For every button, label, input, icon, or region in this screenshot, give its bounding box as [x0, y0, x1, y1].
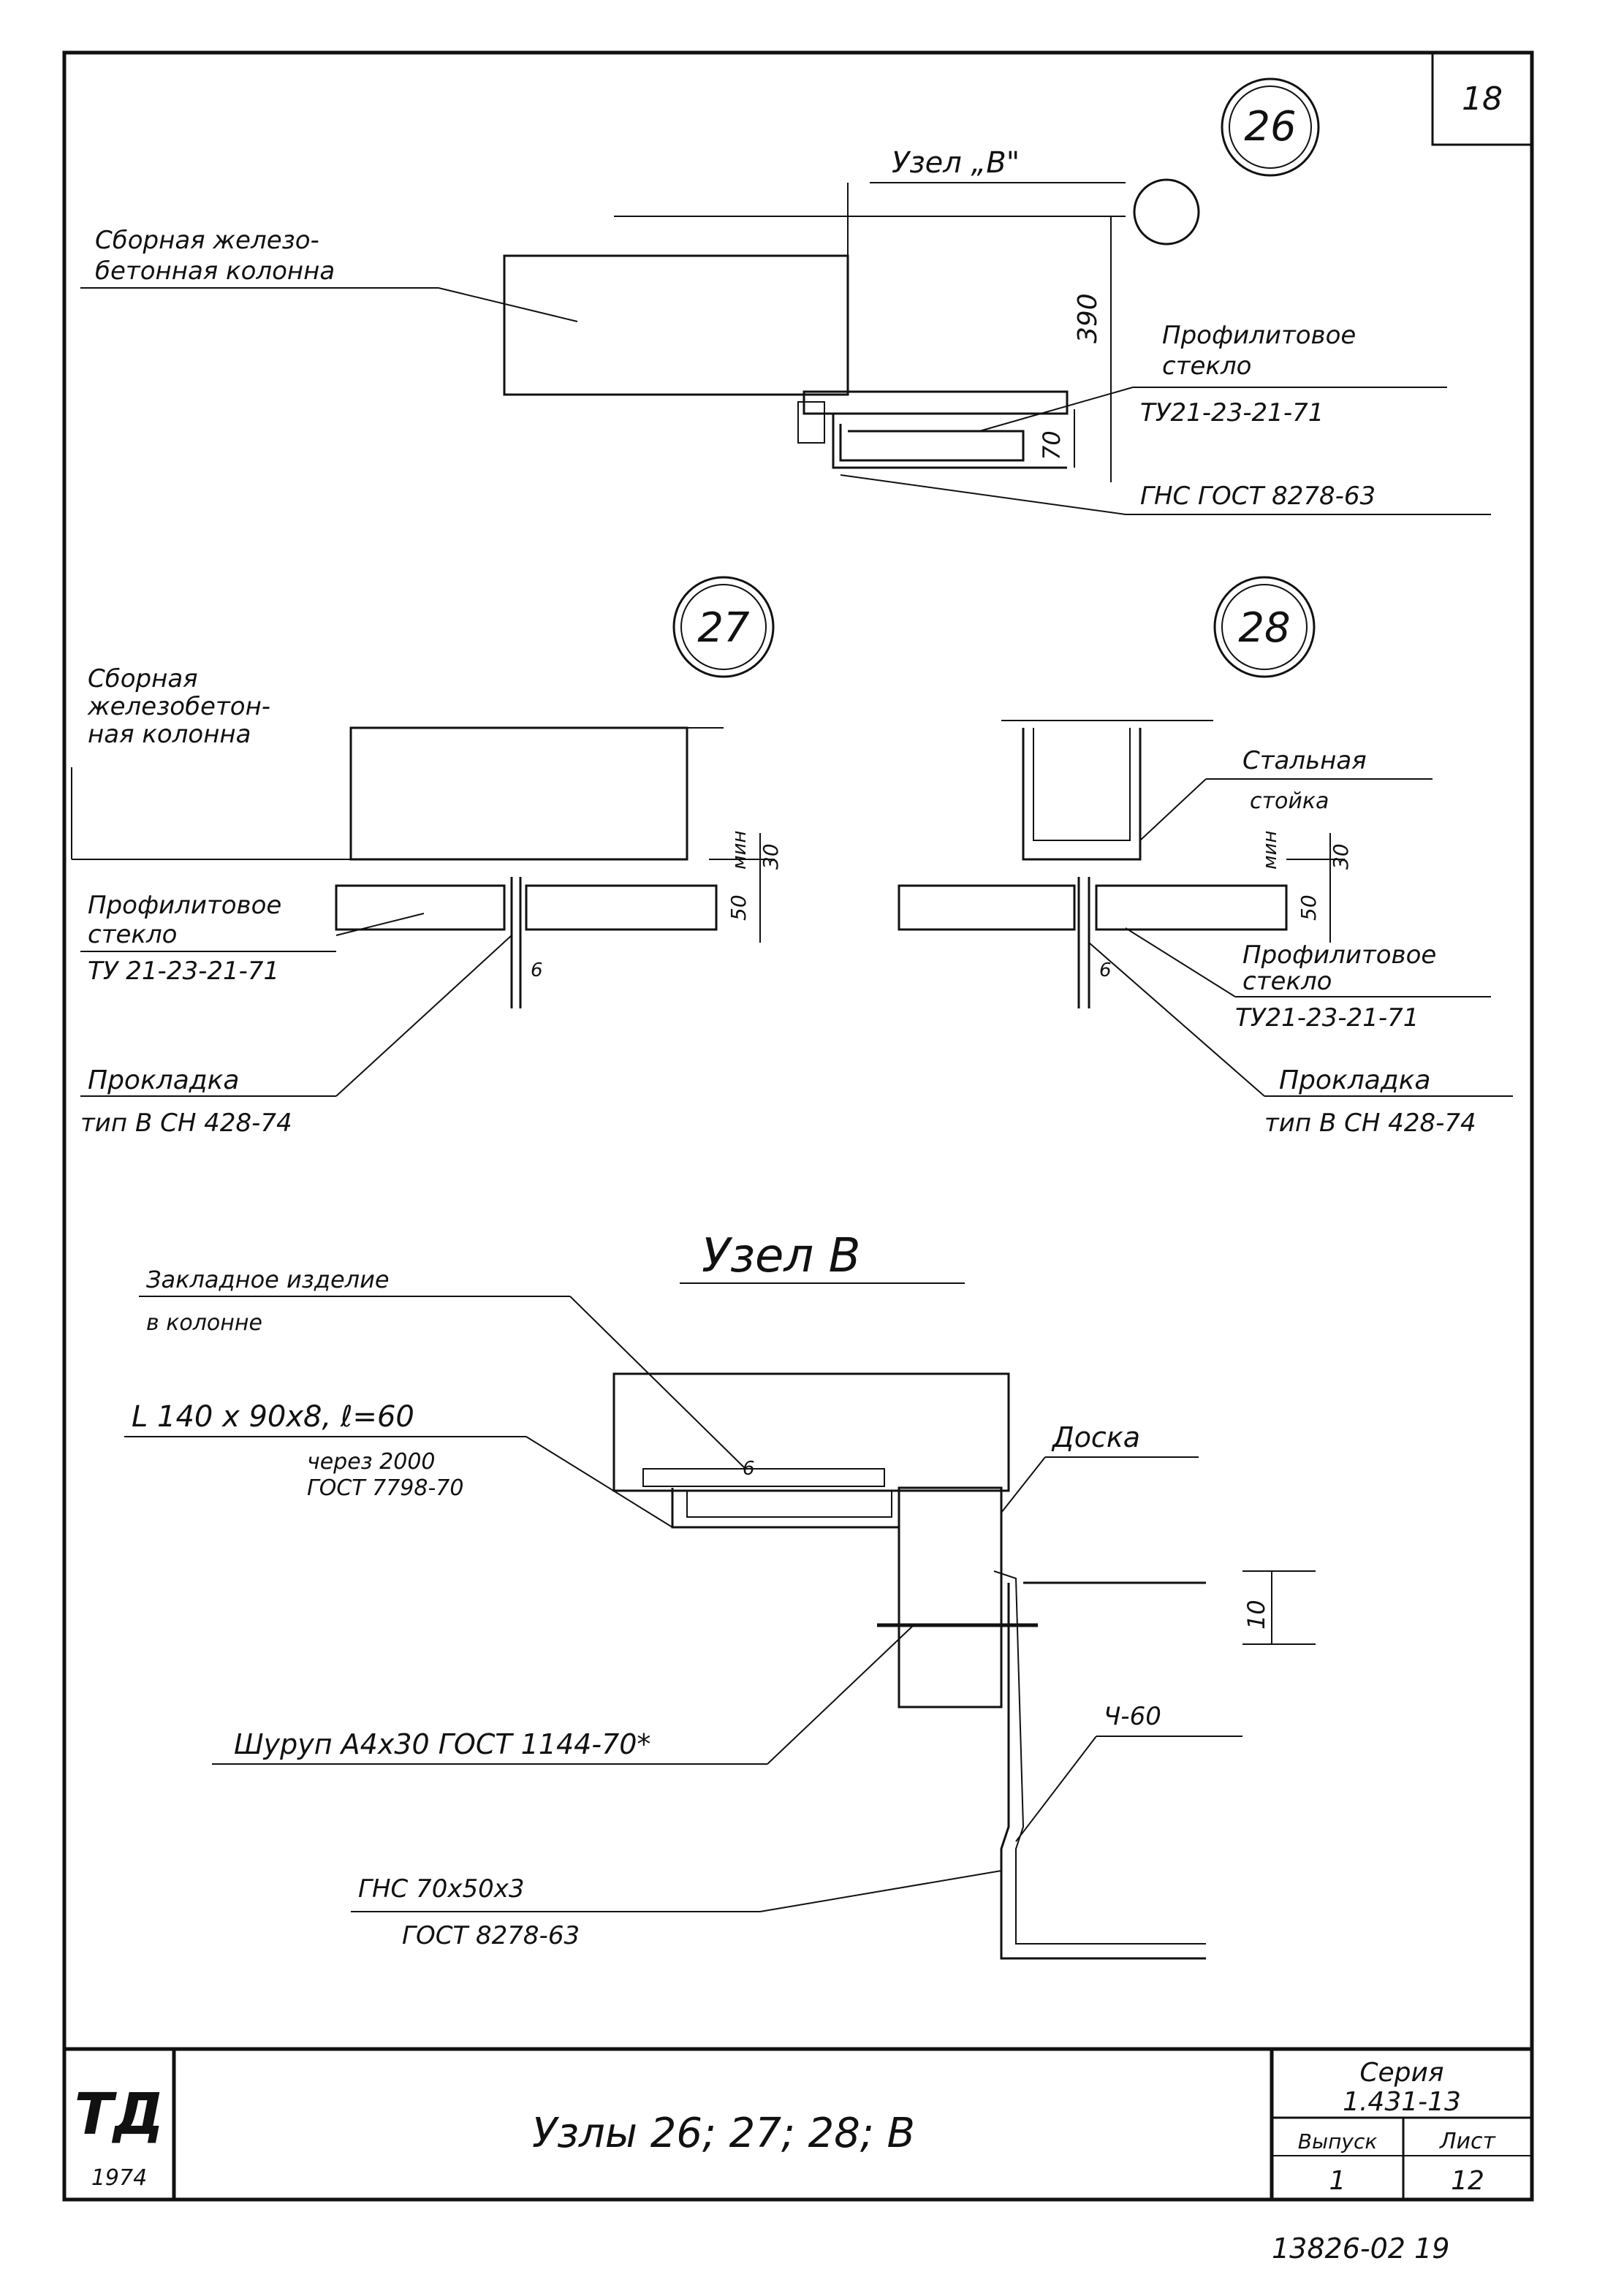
- sheet-frame: [62, 50, 1534, 2202]
- node-v-dim-10: 10: [1242, 1600, 1270, 1630]
- node-26-callout-title: Узел „В": [892, 146, 1020, 180]
- node-28-dim-min: мин: [1259, 830, 1281, 870]
- node-28-gasket-label-1: Прокладка: [1279, 1065, 1430, 1095]
- concrete-column-27: [349, 726, 688, 861]
- node-v-ch-label: Ч-60: [1104, 1702, 1161, 1731]
- node-28-glass-label-2: стекло: [1242, 967, 1332, 996]
- node-v-embedded-label-2: в колонне: [146, 1310, 262, 1336]
- board: [898, 1486, 1003, 1708]
- node-27-column-label-3: ная колонна: [88, 720, 251, 749]
- node-27-gasket-label-2: тип В СН 428-74: [80, 1109, 292, 1138]
- node-26-badge: 26: [1244, 103, 1296, 151]
- node-28-dim-30: 30: [1329, 843, 1353, 870]
- node-v-dim-6: 6: [743, 1458, 755, 1480]
- node-27-gasket-label-1: Прокладка: [88, 1065, 239, 1095]
- logo-year: 1974: [91, 2165, 147, 2191]
- node-27-dim-6: 6: [531, 959, 543, 981]
- node-v-channel-label-2: ГОСТ 8278-63: [402, 1921, 580, 1950]
- node-26-channel-label: ГНС ГОСТ 8278-63: [1140, 482, 1376, 511]
- node-28-gasket-label-2: тип В СН 428-74: [1264, 1109, 1476, 1138]
- node-v-channel-label-1: ГНС 70x50x3: [358, 1874, 524, 1904]
- node-27-glass-label-1: Профилитовое: [88, 891, 281, 920]
- node-v-screw-label: Шуруп А4x30 ГОСТ 1144-70*: [234, 1728, 650, 1760]
- sheet-value: 12: [1451, 2166, 1484, 2196]
- logo: ТД: [75, 2082, 164, 2148]
- node-28-dim-6: 6: [1099, 959, 1112, 981]
- node-27-dim-30: 30: [759, 843, 783, 870]
- node-28-glass-label-1: Профилитовое: [1242, 940, 1436, 970]
- node-28-post-label-1: Стальная: [1242, 746, 1367, 775]
- node-v-board-label: Доска: [1051, 1421, 1140, 1453]
- series-value: 1.431-13: [1343, 2087, 1461, 2117]
- issue-value: 1: [1329, 2166, 1346, 2196]
- board-strip: [686, 1490, 892, 1518]
- sheet-title: Узлы 26; 27; 28; В: [532, 2110, 915, 2157]
- node-v-title: Узел В: [702, 1229, 861, 1283]
- steel-post: [1022, 728, 1142, 861]
- node-v-embedded-label-1: Закладное изделие: [146, 1266, 390, 1293]
- node-26: 26 Узел „В" 390 70 Сборная железо- бетон…: [80, 77, 1491, 515]
- doc-number: 13826-02 19: [1272, 2232, 1449, 2265]
- node-26-glass-label-2: стекло: [1162, 351, 1252, 381]
- node-v: Узел В Закладное изделие в колонне 10 6 …: [124, 1229, 1316, 1960]
- node-28-glass-label-3: ТУ21-23-21-71: [1235, 1003, 1419, 1033]
- callout-circle-icon: [1133, 178, 1200, 246]
- sheet-number: 18: [1462, 80, 1503, 118]
- node-v-angle-label-3: ГОСТ 7798-70: [307, 1475, 463, 1501]
- node-27-dim-min: мин: [729, 830, 751, 870]
- dim-70: 70: [1038, 430, 1066, 460]
- concrete-column-v: [612, 1372, 1010, 1492]
- node-26-glass-label-3: ТУ21-23-21-71: [1140, 398, 1324, 427]
- title-block: ТД 1974 Узлы 26; 27; 28; В Серия 1.431-1…: [64, 2047, 1532, 2200]
- node-28-dim-50: 50: [1297, 894, 1321, 921]
- node-28-post-label-2: стойка: [1250, 788, 1329, 814]
- sheet-label: Лист: [1439, 2129, 1497, 2154]
- node-27-glass-label-2: стекло: [88, 920, 178, 949]
- node-27-dim-50: 50: [726, 894, 751, 921]
- node-v-angle-label-2: через 2000: [307, 1449, 436, 1475]
- node-26-column-label-1: Сборная железо-: [95, 226, 319, 255]
- issue-label: Выпуск: [1298, 2129, 1378, 2154]
- node-28: 28 мин 30 50 6 Стальная стойка Профилито…: [898, 576, 1513, 1138]
- node-27-badge: 27: [697, 604, 750, 652]
- node-v-angle-label-1: L 140 x 90x8, ℓ=60: [132, 1400, 414, 1434]
- node-28-badge: 28: [1238, 604, 1290, 652]
- node-27-column-label-2: железобетон-: [87, 692, 270, 721]
- node-27: 27 мин 30 50 6 Сборная железобетон- ная …: [71, 576, 783, 1138]
- sheet-number-box: 18: [1431, 51, 1533, 146]
- node-26-glass-label-1: Профилитовое: [1162, 321, 1356, 350]
- node-27-column-label-1: Сборная: [88, 664, 198, 693]
- node-27-glass-label-3: ТУ 21-23-21-71: [88, 957, 279, 986]
- series-label: Серия: [1359, 2058, 1443, 2088]
- concrete-column-26: [503, 254, 849, 396]
- node-26-column-label-2: бетонная колонна: [95, 256, 335, 286]
- dim-390: 390: [1073, 293, 1103, 343]
